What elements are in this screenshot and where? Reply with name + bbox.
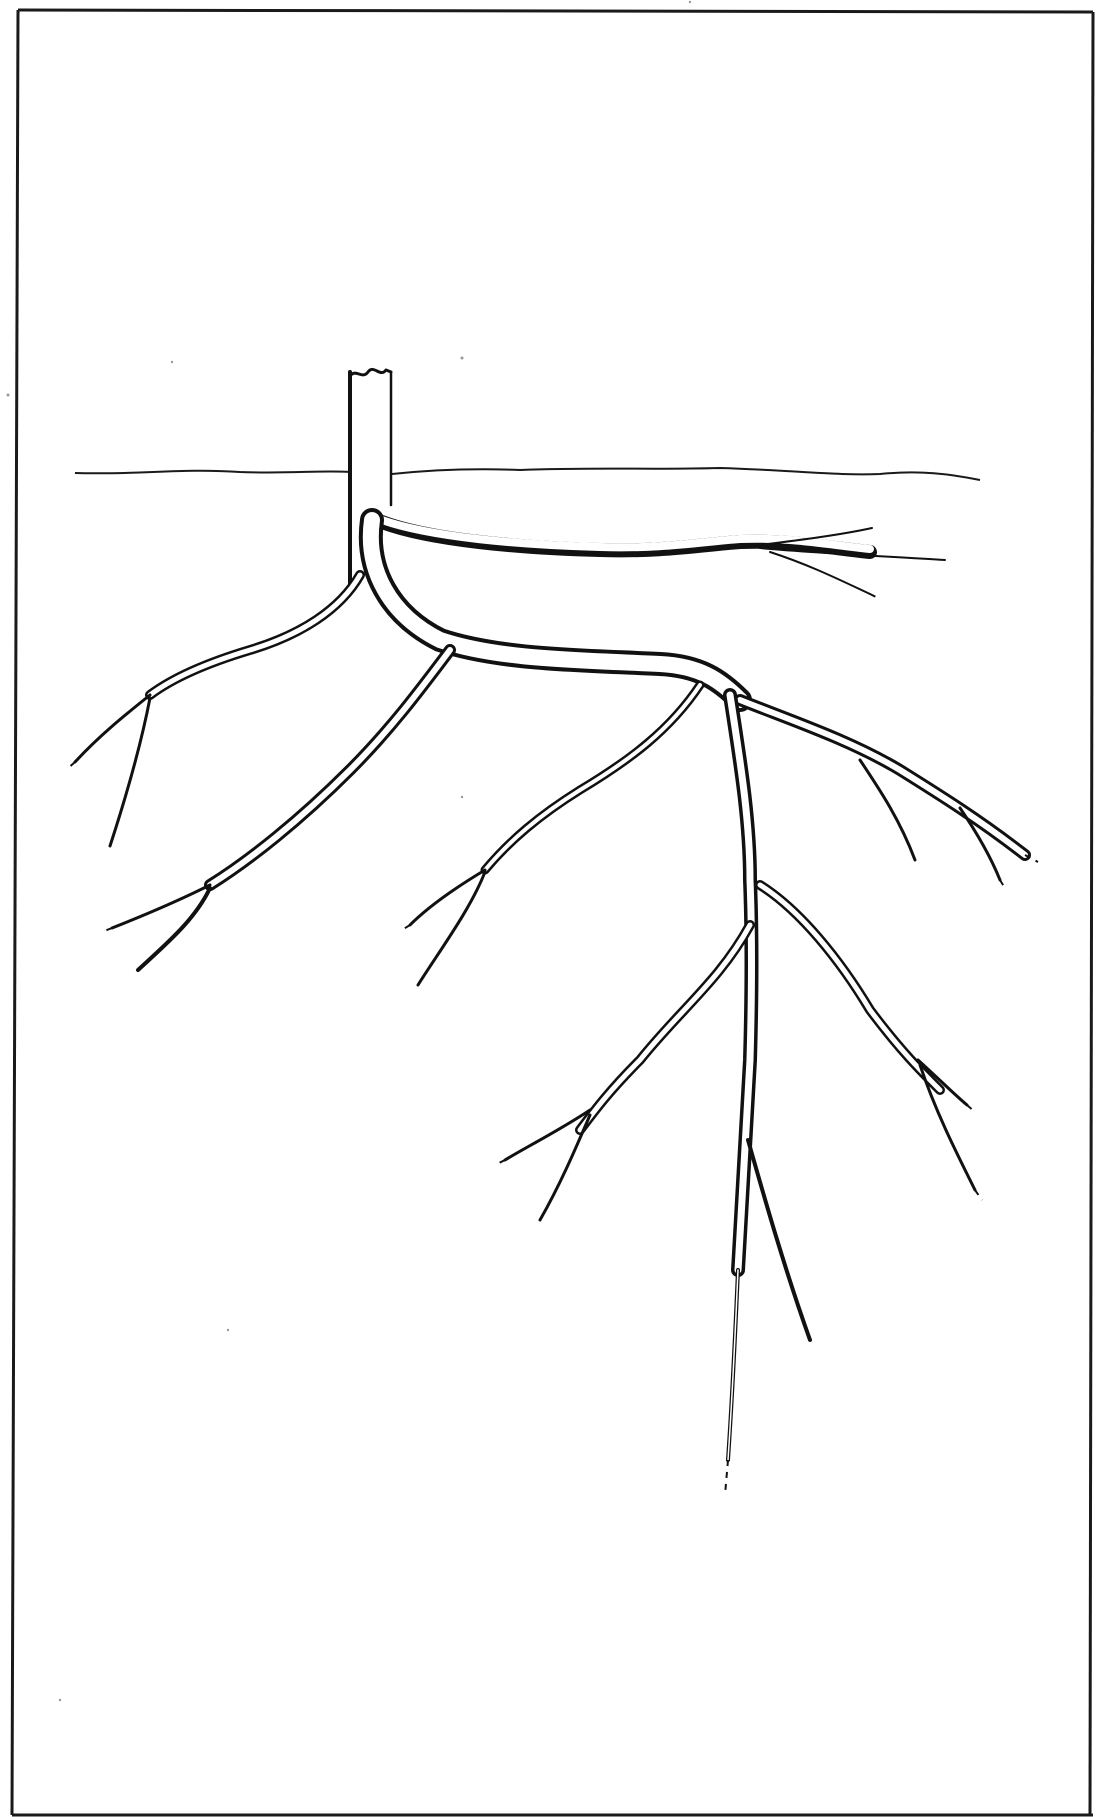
page-frame xyxy=(12,10,1093,1815)
root-branches xyxy=(75,520,1025,1495)
paper-specks xyxy=(7,1,692,1701)
ground-line xyxy=(75,468,980,480)
root-tips xyxy=(66,594,1038,1200)
